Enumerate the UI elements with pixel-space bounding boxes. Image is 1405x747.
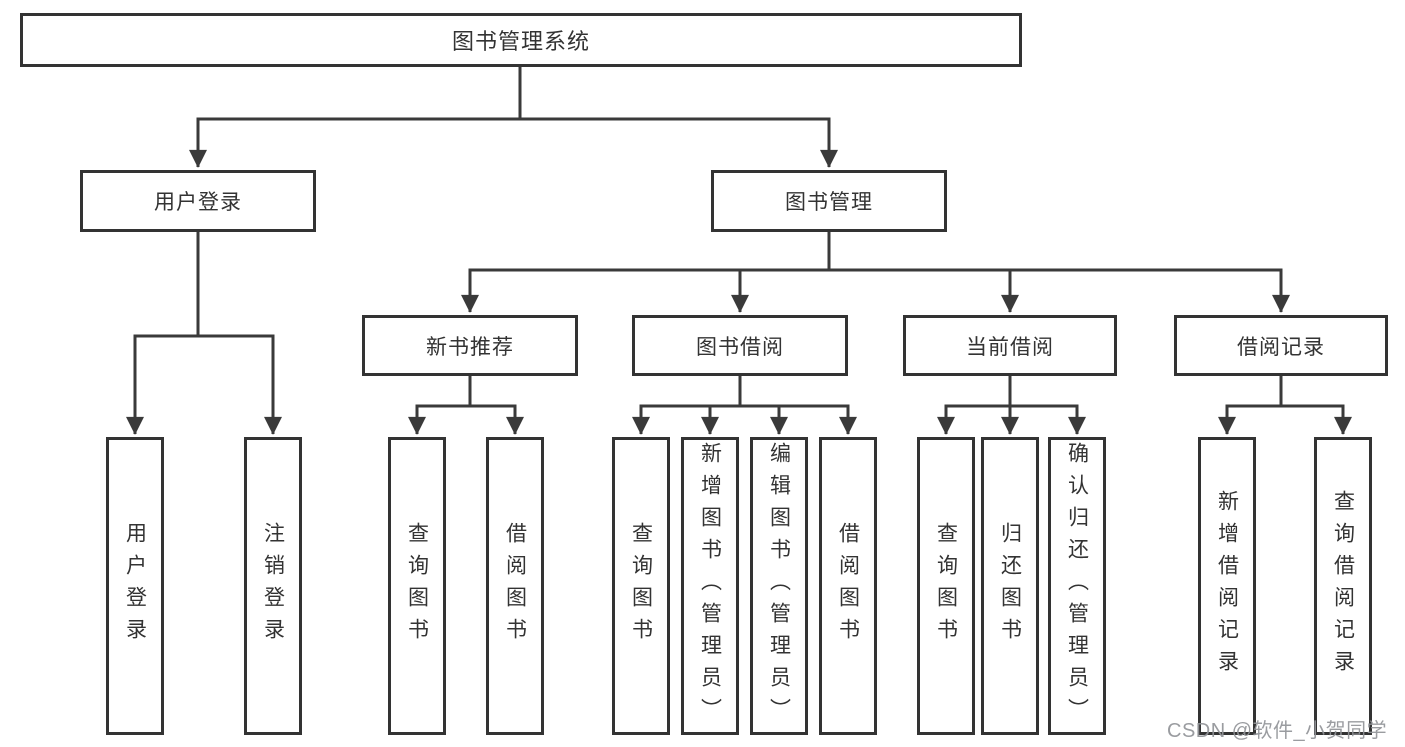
node-label: 查询图书: [629, 522, 653, 650]
leaf-borrow-books-2: 借阅图书: [819, 437, 877, 735]
edge-user-login-children: [126, 232, 282, 435]
edge-root-to-level2: [189, 67, 838, 168]
node-label: 新增图书（管理员）: [698, 442, 722, 730]
node-label: 新增借阅记录: [1215, 490, 1239, 682]
node-label: 借阅图书: [836, 522, 860, 650]
edge-current-children: [937, 376, 1086, 435]
leaf-borrow-books-1: 借阅图书: [486, 437, 544, 735]
node-label: 确认归还（管理员）: [1065, 442, 1089, 730]
node-borrowing-records: 借阅记录: [1174, 315, 1388, 376]
node-label: 编辑图书（管理员）: [767, 442, 791, 730]
node-label: 归还图书: [998, 522, 1022, 650]
node-user-login-module: 用户登录: [80, 170, 316, 232]
leaf-add-borrow-record: 新增借阅记录: [1198, 437, 1256, 735]
node-label: 注销登录: [261, 522, 285, 650]
edge-book-management-children: [461, 232, 1290, 313]
edge-borrowing-children: [632, 376, 857, 435]
node-library-management-system: 图书管理系统: [20, 13, 1022, 67]
leaf-query-books-1: 查询图书: [388, 437, 446, 735]
node-label: 图书管理: [785, 191, 873, 214]
edge-records-children: [1218, 376, 1352, 435]
node-label: 图书管理系统: [451, 29, 590, 54]
node-new-book-recommendation: 新书推荐: [362, 315, 578, 376]
node-label: 图书借阅: [696, 335, 784, 359]
leaf-query-books-2: 查询图书: [612, 437, 670, 735]
node-label: 用户登录: [154, 191, 242, 214]
edge-new-books-children: [408, 376, 524, 435]
node-label: 当前借阅: [966, 335, 1054, 359]
leaf-logout: 注销登录: [244, 437, 302, 735]
node-label: 查询图书: [405, 522, 429, 650]
leaf-confirm-return-admin: 确认归还（管理员）: [1048, 437, 1106, 735]
node-book-borrowing: 图书借阅: [632, 315, 848, 376]
node-label: 用户登录: [123, 522, 147, 650]
leaf-edit-books-admin: 编辑图书（管理员）: [750, 437, 808, 735]
node-current-borrowing: 当前借阅: [903, 315, 1117, 376]
csdn-watermark: CSDN @软件_小贺同学: [1167, 720, 1388, 742]
node-label: 借阅图书: [503, 522, 527, 650]
leaf-return-books: 归还图书: [981, 437, 1039, 735]
leaf-query-books-3: 查询图书: [917, 437, 975, 735]
leaf-user-login: 用户登录: [106, 437, 164, 735]
leaf-query-borrow-record: 查询借阅记录: [1314, 437, 1372, 735]
node-book-management-module: 图书管理: [711, 170, 947, 232]
leaf-add-books-admin: 新增图书（管理员）: [681, 437, 739, 735]
node-label: 查询借阅记录: [1331, 490, 1355, 682]
node-label: 新书推荐: [426, 335, 514, 359]
node-label: 查询图书: [934, 522, 958, 650]
node-label: 借阅记录: [1237, 335, 1325, 359]
